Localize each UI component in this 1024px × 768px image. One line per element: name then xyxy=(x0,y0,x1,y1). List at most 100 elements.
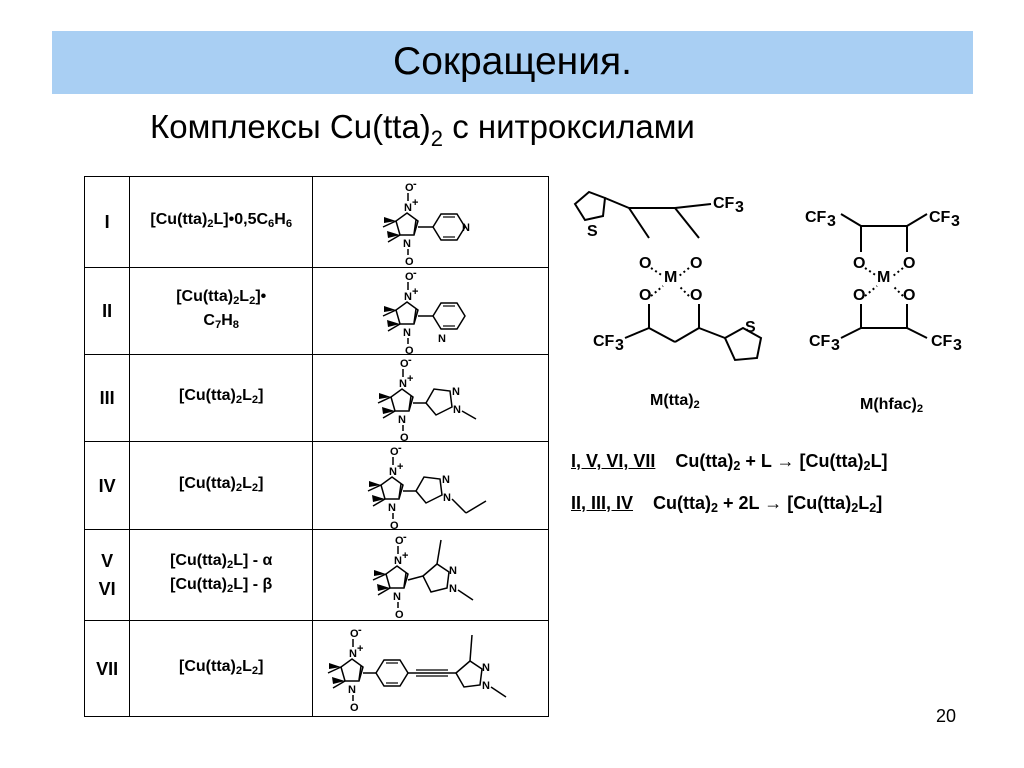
table-row: II [Cu(tta)2L2]•C7H8 O- N+ N O N xyxy=(83,267,549,355)
svg-text:+: + xyxy=(402,550,408,562)
row-formula: [Cu(tta)2L2] xyxy=(129,441,314,530)
row-formula: [Cu(tta)2L2] xyxy=(129,620,314,717)
complex-table: I [Cu(tta)2L]•0,5C6H6 O- N+ N O N II xyxy=(83,176,549,717)
row-number: VII xyxy=(83,620,131,717)
svg-text:-: - xyxy=(408,355,412,366)
svg-text:S: S xyxy=(587,223,598,240)
ligand-structure: O- N+ N O N xyxy=(312,267,549,355)
ligand-pyridin-3-yl: O- N+ N O N xyxy=(382,268,466,354)
ligand-1-methylpyrazol-4-yl: O- N+ N O NN xyxy=(377,355,476,441)
svg-text:N: N xyxy=(388,502,396,514)
svg-text:S: S xyxy=(745,319,756,336)
svg-text:N: N xyxy=(403,327,411,339)
mhfac2-caption: M(hfac)2 xyxy=(860,396,924,415)
svg-text:O: O xyxy=(853,255,865,272)
page-number: 20 xyxy=(936,706,957,726)
table-row: I [Cu(tta)2L]•0,5C6H6 O- N+ N O N xyxy=(83,176,549,268)
svg-text:N: N xyxy=(403,238,411,250)
svg-text:-: - xyxy=(358,624,362,636)
svg-text:3: 3 xyxy=(735,199,744,216)
svg-text:N: N xyxy=(449,565,457,577)
svg-text:O: O xyxy=(405,182,414,194)
svg-text:N: N xyxy=(398,414,406,426)
ligand-1-ethylpyrazol-4-yl: O- N+ N O NN xyxy=(367,443,486,529)
subtitle-prefix: Комплексы Cu(tta) xyxy=(150,108,431,145)
svg-text:+: + xyxy=(412,197,418,209)
svg-text:CF: CF xyxy=(593,333,615,350)
row-formula: [Cu(tta)2L2]•C7H8 xyxy=(129,267,314,355)
svg-text:3: 3 xyxy=(953,337,962,354)
page-title: Сокращения. xyxy=(393,40,632,83)
svg-text:CF: CF xyxy=(931,333,953,350)
row-number: I xyxy=(83,176,131,268)
svg-text:N: N xyxy=(442,474,450,486)
svg-text:O: O xyxy=(405,256,414,265)
svg-text:O: O xyxy=(853,287,865,304)
reaction-1-equation: Cu(tta)2 + L → [Cu(tta)2L] xyxy=(675,451,888,473)
svg-text:O: O xyxy=(405,345,414,354)
ligand-structure: O- N+ N O N xyxy=(312,176,549,268)
ligand-pyridin-4-yl: O- N+ N O N xyxy=(382,179,470,265)
svg-text:O: O xyxy=(400,358,409,370)
reaction-2-equation: Cu(tta)2 + 2L → [Cu(tta)2L2] xyxy=(653,493,883,515)
svg-text:O: O xyxy=(350,702,359,714)
svg-text:CF: CF xyxy=(809,333,831,350)
svg-text:N: N xyxy=(394,555,402,567)
svg-text:O: O xyxy=(395,535,404,547)
svg-text:+: + xyxy=(397,461,403,473)
svg-text:-: - xyxy=(403,531,407,543)
svg-text:O: O xyxy=(903,255,915,272)
svg-text:N: N xyxy=(349,648,357,660)
row-formula: [Cu(tta)2L] - α[Cu(tta)2L] - β xyxy=(129,529,314,621)
svg-text:CF: CF xyxy=(805,209,827,226)
svg-text:M: M xyxy=(664,269,677,286)
svg-text:O: O xyxy=(690,255,702,272)
mtta2-caption: M(tta)2 xyxy=(650,392,700,411)
svg-text:+: + xyxy=(407,373,413,385)
svg-text:N: N xyxy=(482,680,490,692)
svg-text:N: N xyxy=(399,378,407,390)
row-formula: [Cu(tta)2L2] xyxy=(129,354,314,442)
svg-text:CF: CF xyxy=(713,195,735,212)
subtitle-suffix: с нитроксилами xyxy=(443,108,695,145)
svg-text:N: N xyxy=(404,291,412,303)
svg-text:O: O xyxy=(690,287,702,304)
svg-text:-: - xyxy=(413,268,417,279)
svg-text:N: N xyxy=(348,684,356,696)
svg-text:N: N xyxy=(462,222,470,234)
row-number: III xyxy=(83,354,131,442)
svg-text:N: N xyxy=(438,333,446,345)
svg-text:O: O xyxy=(350,628,359,640)
svg-text:N: N xyxy=(449,583,457,595)
reaction-2-label: II, III, IV xyxy=(571,493,634,513)
row-number: IV xyxy=(83,441,131,530)
ligand-phenylethynyl-pyrazolyl: O- N+ N O NN xyxy=(327,624,506,714)
subtitle: Комплексы Cu(tta)2 с нитроксилами xyxy=(150,108,695,152)
svg-text:M: M xyxy=(877,269,890,286)
svg-text:-: - xyxy=(413,179,417,190)
svg-text:3: 3 xyxy=(615,337,624,354)
svg-text:O: O xyxy=(639,255,651,272)
svg-text:O: O xyxy=(639,287,651,304)
ligand-1-3-dimethylpyrazol-4-yl: O- N+ N O NN xyxy=(372,531,473,620)
reaction-2: II, III, IV Cu(tta)2 + 2L → [Cu(tta)2L2] xyxy=(571,493,882,515)
svg-text:N: N xyxy=(452,386,460,398)
svg-text:CF: CF xyxy=(929,209,951,226)
svg-text:O: O xyxy=(390,446,399,458)
svg-text:3: 3 xyxy=(951,213,960,230)
svg-text:+: + xyxy=(357,643,363,655)
svg-text:O: O xyxy=(903,287,915,304)
svg-text:N: N xyxy=(453,404,461,416)
svg-text:O: O xyxy=(400,432,409,441)
